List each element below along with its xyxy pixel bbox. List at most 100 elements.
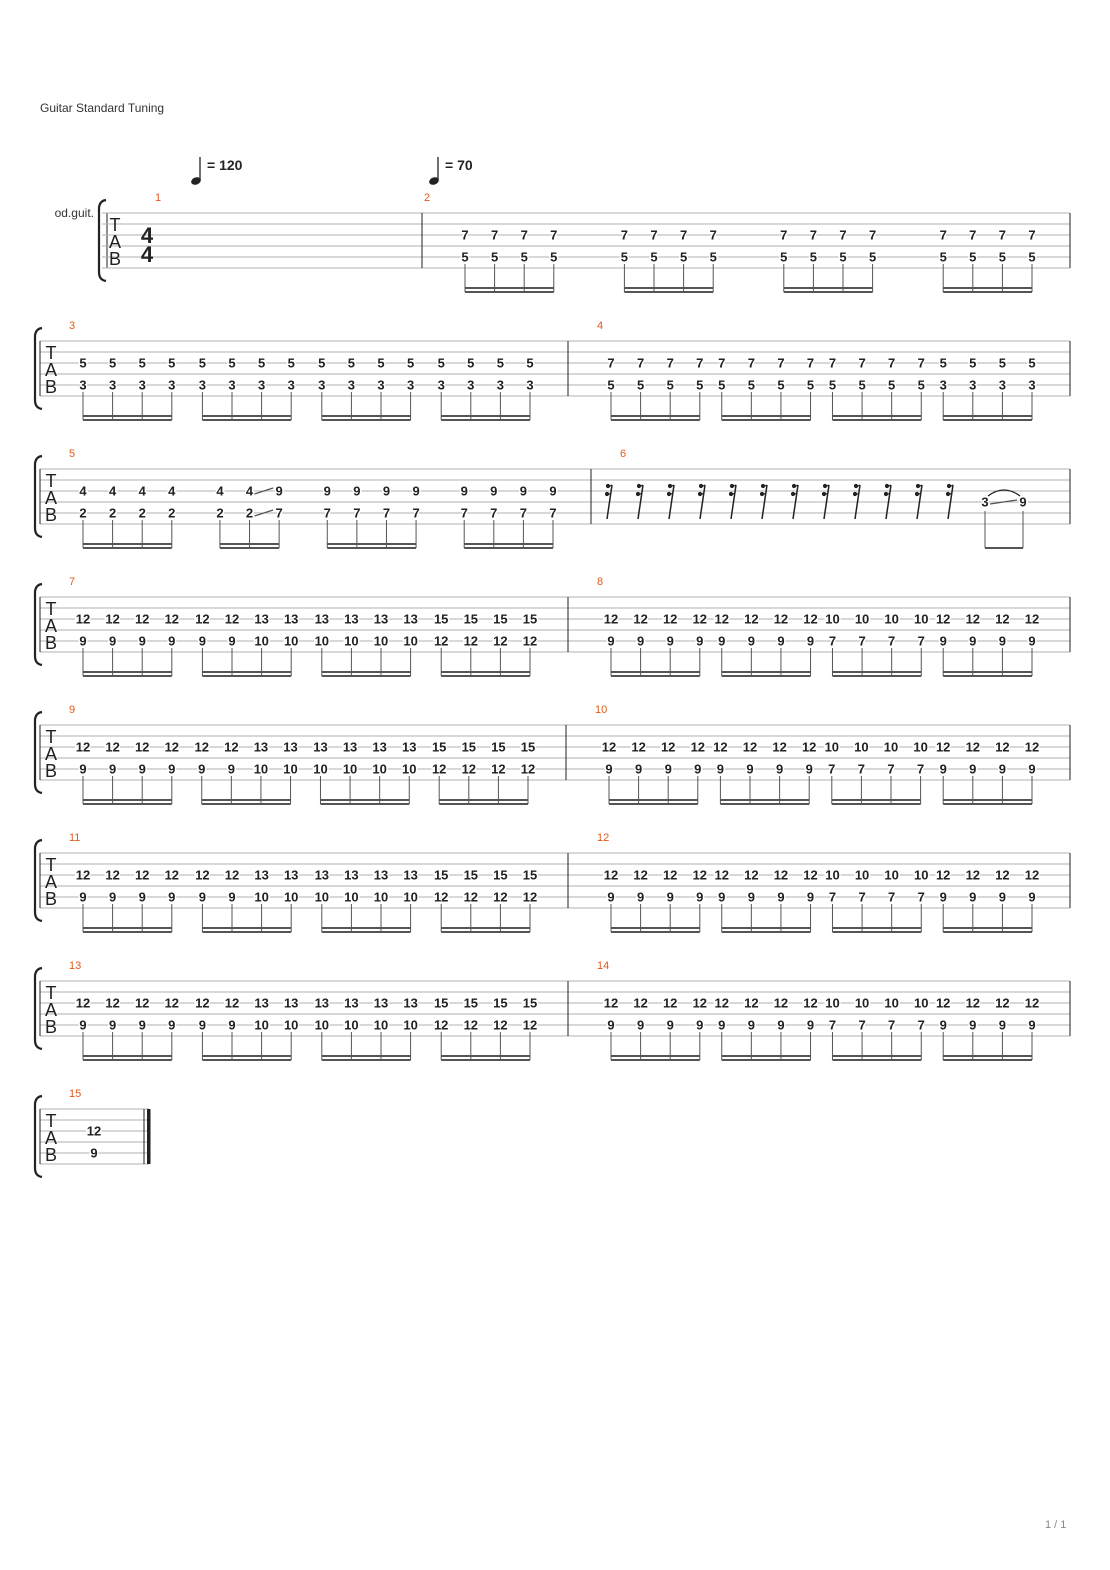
fret-number: 7 [918,1018,925,1033]
system-bracket [33,1094,43,1179]
rest-flag [823,492,829,496]
rest-flag [855,484,861,488]
fret-number: 12 [743,740,757,755]
fret-number: 10 [403,890,417,905]
beam [83,803,172,805]
fret-number: 10 [825,740,839,755]
fret-number: 10 [914,868,928,883]
fret-number: 12 [464,634,478,649]
fret-number: 7 [637,356,644,371]
beam [611,671,700,673]
beam [609,799,698,801]
fret-number: 10 [313,762,327,777]
sixteenth-rest-icon [916,484,923,520]
fret-number: 9 [777,634,784,649]
sixteenth-rest-icon [606,484,613,520]
tab-clef-letter: T [46,727,57,747]
beam [321,1059,411,1061]
beam [943,419,1032,421]
fret-number: 9 [79,1018,86,1033]
beam [624,291,714,293]
tab-clef-letter: B [45,505,57,525]
fret-number: 12 [744,612,758,627]
staff-system: TAB9129129129129129129131013101310131013… [33,704,1071,805]
fret-number: 12 [462,762,476,777]
fret-number: 15 [434,996,448,1011]
fret-number: 12 [493,1018,507,1033]
tab-clef-letter: T [46,855,57,875]
fret-number: 12 [195,868,209,883]
fret-number: 5 [918,378,925,393]
fret-number: 7 [887,762,894,777]
fret-number: 10 [884,612,898,627]
fret-number: 7 [696,356,703,371]
fret-number: 5 [199,356,206,371]
fret-number: 7 [888,634,895,649]
beam [832,1059,922,1061]
beam [202,419,292,421]
fret-number: 9 [637,634,644,649]
fret-number: 10 [374,634,388,649]
fret-number: 12 [195,996,209,1011]
fret-number: 5 [680,250,687,265]
tab-clef-letter: A [45,1128,57,1148]
sixteenth-rest-icon [668,484,675,520]
system-bracket [33,966,43,1051]
fret-number: 10 [854,740,868,755]
staff-system: TAB1112912912912912912913101310131013101… [33,832,1071,933]
fret-number: 10 [284,634,298,649]
fret-number: 15 [464,612,478,627]
fret-number: 5 [829,378,836,393]
rest-flag [792,492,798,496]
fret-number: 12 [936,996,950,1011]
beam [832,927,922,929]
measure-number: 1 [155,192,161,204]
fret-number: 10 [914,612,928,627]
beam [83,1055,172,1057]
rest-flag [917,484,923,488]
fret-number: 12 [434,890,448,905]
fret-number: 10 [825,612,839,627]
sixteenth-rest-icon [637,484,644,520]
fret-number: 13 [374,868,388,883]
beam [943,671,1032,673]
fret-number: 9 [746,762,753,777]
measure-number: 5 [69,448,75,460]
fret-number: 9 [109,1018,116,1033]
rest-flag [886,484,892,488]
fret-number: 7 [650,228,657,243]
fret-number: 10 [344,890,358,905]
fret-number: 7 [969,228,976,243]
fret-number: 12 [633,868,647,883]
beam [320,803,410,805]
fret-number: 7 [858,1018,865,1033]
fret-number: 12 [1025,612,1039,627]
fret-number: 2 [79,506,86,521]
tuning-label: Guitar Standard Tuning [40,101,165,115]
fret-number: 7 [718,356,725,371]
beam [439,803,528,805]
beam [202,1059,292,1061]
tab-clef-letter: T [46,343,57,363]
fret-number: 9 [999,762,1006,777]
beam [832,931,922,933]
measure-number: 10 [595,704,607,716]
fret-number: 13 [315,612,329,627]
rest-flag [824,484,830,488]
fret-number: 12 [995,868,1009,883]
fret-number: 9 [969,890,976,905]
fret-number: 12 [493,890,507,905]
fret-number: 7 [829,1018,836,1033]
fret-number: 5 [748,378,755,393]
beam [83,927,172,929]
beam [720,803,810,805]
fret-number: 12 [936,612,950,627]
fret-number: 7 [777,356,784,371]
fret-number: 7 [858,356,865,371]
fret-number: 5 [348,356,355,371]
fret-number: 10 [374,890,388,905]
fret-number: 9 [1019,495,1026,510]
fret-number: 9 [139,1018,146,1033]
